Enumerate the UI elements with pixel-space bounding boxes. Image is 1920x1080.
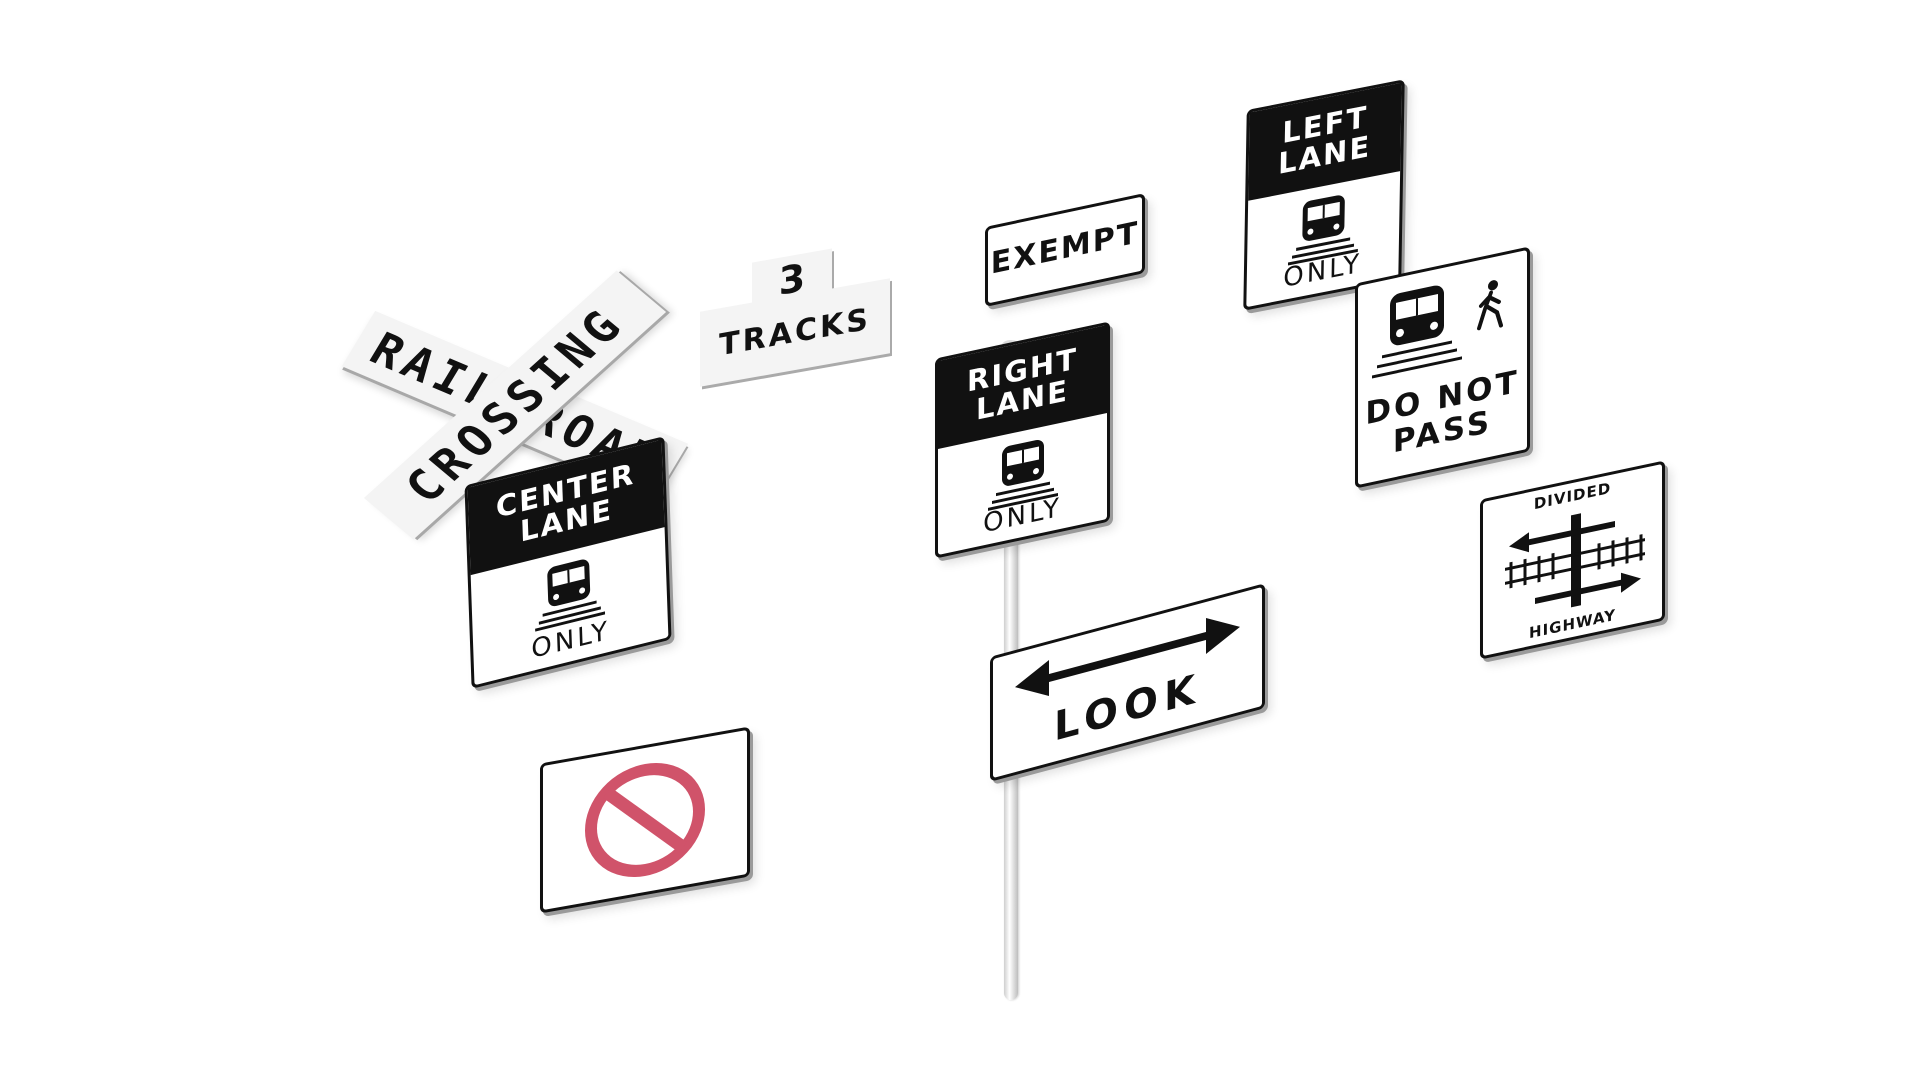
exempt-label: EXEMPT [990, 215, 1140, 282]
tracks-plaque-sign: 3 TRACKS [700, 238, 890, 392]
left-lane-only-sign: LEFT LANE ONLY [1243, 79, 1405, 311]
exempt-plaque-sign: EXEMPT [985, 192, 1145, 308]
pedestrian-icon [1477, 280, 1503, 331]
train-icon [1287, 195, 1358, 266]
train-icon [987, 440, 1058, 511]
center-lane-only-sign: CENTER LANE ONLY [464, 436, 672, 689]
right-lane-header: RIGHT LANE [938, 325, 1107, 449]
train-icon [535, 559, 606, 632]
left-lane-header: LEFT LANE [1248, 82, 1402, 201]
double-arrow-icon [1015, 617, 1240, 697]
divided-highway-tracks-icon [1505, 513, 1645, 608]
prohibition-sign [540, 726, 750, 914]
right-lane-only-sign: RIGHT LANE ONLY [935, 321, 1110, 559]
do-not-pass-sign: DO NOT PASS [1355, 246, 1530, 489]
prohibition-circle-icon [585, 763, 705, 877]
divided-highway-crossing-sign: DIVIDED HIGHWAY [1480, 460, 1665, 660]
look-sign: LOOK [990, 583, 1265, 782]
train-icon [1372, 285, 1462, 379]
